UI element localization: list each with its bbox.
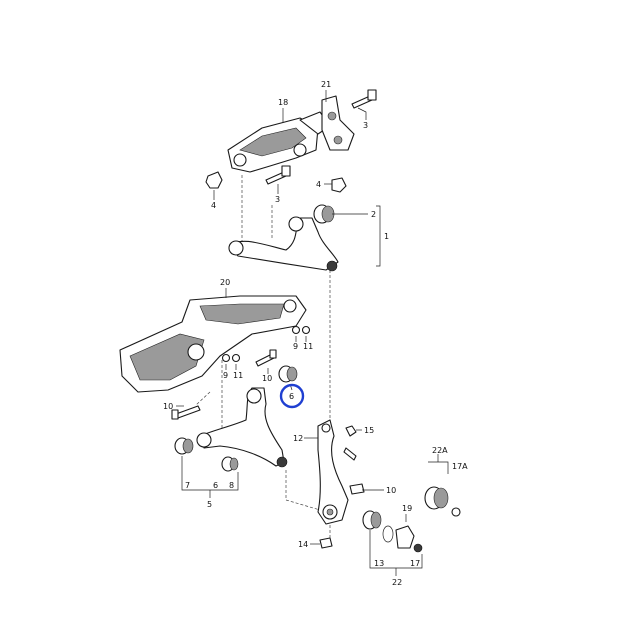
callout-8: 8 — [229, 481, 234, 490]
callout-6: 6 — [289, 392, 294, 401]
lower-control-arm-part-5 — [196, 387, 288, 468]
highlight-ring-part-6 — [279, 383, 305, 409]
callout-7: 7 — [185, 481, 190, 490]
bush-part-2 — [313, 204, 335, 224]
callout-3-mid: 3 — [275, 195, 280, 204]
callout-4-right: 4 — [316, 180, 321, 189]
assembly-lines — [195, 175, 331, 540]
callout-labels: 18 21 3 4 3 4 2 1 20 9 11 9 11 10 6 10 7… — [163, 80, 468, 587]
callout-21: 21 — [321, 80, 331, 89]
callout-6-lower: 6 — [213, 481, 218, 490]
callout-19: 19 — [402, 504, 412, 513]
callout-9-right: 9 — [293, 342, 298, 351]
callout-17: 17 — [410, 559, 420, 568]
callout-18: 18 — [278, 98, 288, 107]
callout-11-left: 11 — [233, 371, 243, 380]
callout-1: 1 — [384, 232, 389, 241]
detail-part-22a-17a — [424, 486, 461, 517]
callout-10-upper: 10 — [262, 374, 272, 383]
wheel-bearing-group — [362, 510, 423, 553]
callout-20: 20 — [220, 278, 230, 287]
callout-22a: 22A — [432, 446, 448, 455]
subframe-part-20 — [119, 295, 307, 393]
upper-control-arm-part-1 — [228, 216, 339, 272]
callout-13: 13 — [374, 559, 384, 568]
callout-10-left: 10 — [163, 402, 173, 411]
bracket-part-21 — [321, 95, 355, 151]
callout-14: 14 — [298, 540, 308, 549]
leader-lines — [176, 90, 449, 576]
bush-part-6 — [278, 365, 298, 383]
callout-10-lower: 10 — [386, 486, 396, 495]
callout-5: 5 — [207, 500, 212, 509]
callout-3-top: 3 — [363, 121, 368, 130]
callout-2: 2 — [371, 210, 376, 219]
callout-17a: 17A — [452, 462, 468, 471]
callout-4-left: 4 — [211, 201, 216, 210]
nut-part-4 — [205, 171, 347, 193]
callout-15: 15 — [364, 426, 374, 435]
knuckle-fasteners — [319, 425, 365, 549]
callout-12: 12 — [293, 434, 303, 443]
wheel-carrier-part-12 — [317, 419, 349, 525]
fasteners-9-10-11 — [171, 325, 311, 420]
upper-carrier-part-18 — [227, 111, 331, 173]
bushes-7-8 — [174, 437, 239, 472]
callout-11-right: 11 — [303, 342, 313, 351]
callout-22: 22 — [392, 578, 402, 587]
callout-9-left: 9 — [223, 371, 228, 380]
bolt-part-3 — [265, 89, 377, 185]
